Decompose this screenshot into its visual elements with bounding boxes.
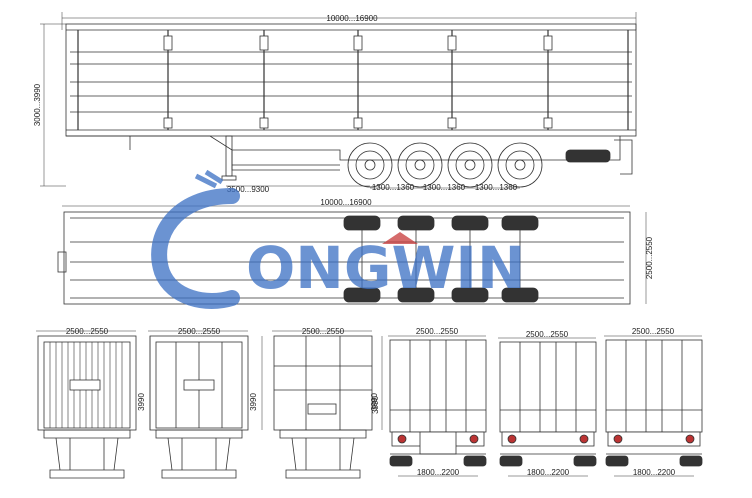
rear-view-3	[272, 330, 383, 479]
rear-1-width-label: 2500...2550	[66, 327, 109, 336]
top-width-label: 2500...2550	[645, 236, 654, 279]
rear-2-height-label: 3990	[249, 393, 258, 411]
rear-view-1	[36, 330, 151, 479]
side-height-label: 3000...3990	[33, 83, 42, 126]
rear-1-height-label: 3990	[137, 393, 146, 411]
kingpin-dim-label: 3500...9300	[227, 185, 270, 194]
rear-4-track-label: 1800...2200	[417, 468, 460, 477]
rear-4-width-label: 2500...2550	[416, 327, 459, 336]
watermark-text: ONGWIN	[246, 234, 526, 302]
axle-spacing-3-label: 1300...1360	[475, 183, 518, 192]
rear-4-height-label: 3990	[371, 396, 380, 414]
rear-5-width-label: 2500...2550	[526, 330, 569, 339]
rear-view-2	[148, 330, 263, 479]
rear-6-width-label: 2500...2550	[632, 327, 675, 336]
rear-3-height-label: 3990	[370, 393, 379, 411]
side-length-label: 10000...16900	[326, 14, 378, 23]
rear-5-track-label: 1800...2200	[527, 468, 570, 477]
rear-view-5	[498, 337, 597, 477]
rear-2-width-label: 2500...2550	[178, 327, 221, 336]
top-length-label: 10000...16900	[320, 198, 372, 207]
rear-view-4	[388, 335, 487, 477]
rear-6-track-label: 1800...2200	[633, 468, 676, 477]
axle-spacing-2-label: 1300...1360	[423, 183, 466, 192]
rear-3-width-label: 2500...2550	[302, 327, 345, 336]
axle-spacing-1-label: 1300...1360	[372, 183, 415, 192]
rear-view-6	[604, 335, 703, 477]
watermark-logo: ONGWIN	[151, 169, 526, 309]
side-view	[40, 12, 637, 189]
